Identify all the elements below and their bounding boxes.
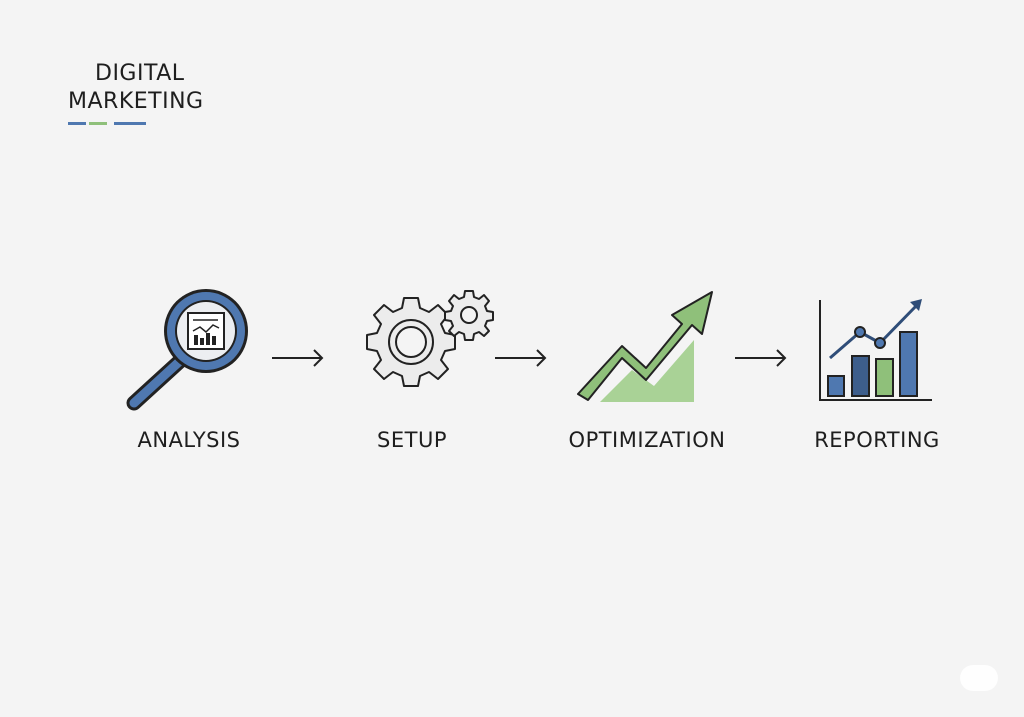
brand-title-line-2: MARKETING [68,89,204,114]
bar-line-chart-icon [819,299,932,401]
arrow-right-icon [272,349,324,367]
step-label-setup: SETUP [377,428,447,452]
brand-underline [68,122,204,125]
step-label-reporting: REPORTING [814,428,940,452]
watermark-badge [960,665,998,691]
arrow-right-icon [495,349,547,367]
gears-icon [366,290,494,387]
brand-title-line-1: DIGITAL [95,61,185,86]
step-label-optimization: OPTIMIZATION [568,428,726,452]
magnifying-glass-report-icon [126,289,248,411]
step-label-analysis: ANALYSIS [137,428,241,452]
arrow-right-icon [735,349,787,367]
growth-arrow-icon [577,291,713,402]
brand-underline-blue-segment [68,122,86,125]
brand-underline-green-segment [89,122,107,125]
brand-underline-blue-long-segment [114,122,146,125]
brand-logo: DIGITAL MARKETING [68,60,204,125]
